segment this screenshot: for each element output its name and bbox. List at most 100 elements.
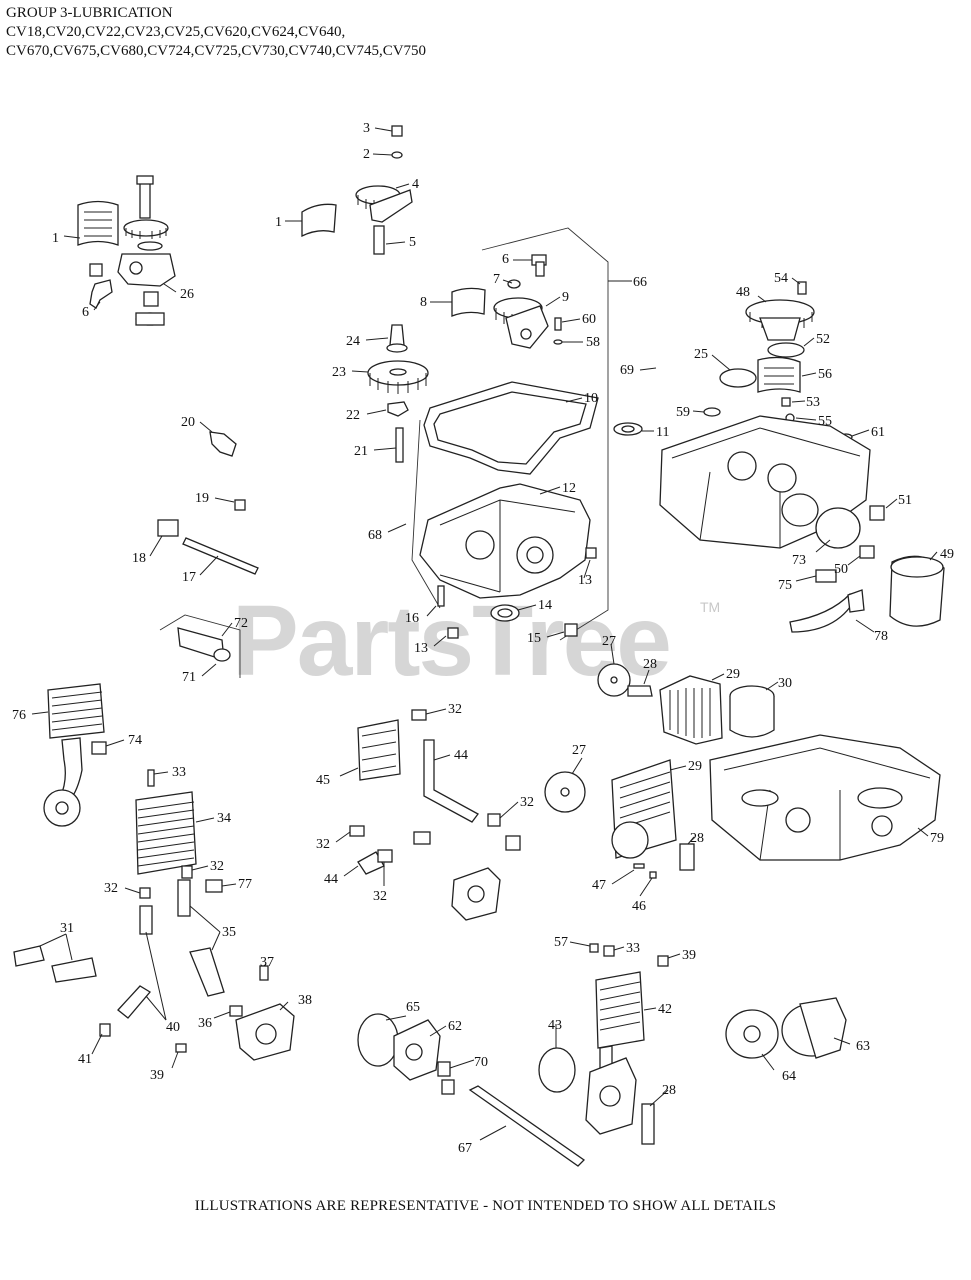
callout-72: 72 bbox=[234, 616, 248, 631]
callout-20: 20 bbox=[181, 415, 195, 430]
callout-6-left: 6 bbox=[82, 305, 89, 320]
callout-78: 78 bbox=[874, 629, 888, 644]
callout-28-upper: 28 bbox=[643, 657, 657, 672]
callout-6-center: 6 bbox=[502, 252, 509, 267]
filter-housing-right bbox=[725, 997, 847, 1059]
callout-35: 35 bbox=[222, 925, 236, 940]
callout-52: 52 bbox=[816, 332, 830, 347]
callout-32-center-c: 32 bbox=[316, 837, 330, 852]
group-title: GROUP 3-LUBRICATION bbox=[6, 5, 173, 21]
callout-47: 47 bbox=[592, 878, 606, 893]
callout-68: 68 bbox=[368, 528, 382, 543]
callout-28-middle: 28 bbox=[690, 831, 704, 846]
callout-38: 38 bbox=[298, 993, 312, 1008]
callout-45: 45 bbox=[316, 773, 330, 788]
callout-49: 49 bbox=[940, 547, 954, 562]
oil-filter-adapter-upper bbox=[597, 663, 775, 745]
callout-76: 76 bbox=[12, 708, 26, 723]
callout-32-left-b: 32 bbox=[104, 881, 118, 896]
callout-55: 55 bbox=[818, 414, 832, 429]
callout-9: 9 bbox=[562, 290, 569, 305]
callout-1-left: 1 bbox=[52, 231, 59, 246]
callout-29-upper: 29 bbox=[726, 667, 740, 682]
callout-29-lower: 29 bbox=[688, 759, 702, 774]
callout-60: 60 bbox=[582, 312, 596, 327]
callout-39-left: 39 bbox=[150, 1068, 164, 1083]
callout-4: 4 bbox=[412, 177, 419, 192]
callout-74: 74 bbox=[128, 733, 142, 748]
callout-18: 18 bbox=[132, 551, 146, 566]
callout-46: 46 bbox=[632, 899, 646, 914]
callout-77: 77 bbox=[238, 877, 252, 892]
callout-16: 16 bbox=[405, 611, 419, 626]
callout-33-left: 33 bbox=[172, 765, 186, 780]
callout-69: 69 bbox=[620, 363, 634, 378]
callout-39-right: 39 bbox=[682, 948, 696, 963]
diagram-header: GROUP 3-LUBRICATION CV18,CV20,CV22,CV23,… bbox=[6, 4, 426, 61]
callout-41: 41 bbox=[78, 1052, 92, 1067]
parts bbox=[13, 125, 945, 1167]
pickup-tube-small bbox=[177, 627, 231, 662]
callout-23: 23 bbox=[332, 365, 346, 380]
callout-31: 31 bbox=[60, 921, 74, 936]
oil-pump-assembly-inner bbox=[451, 254, 563, 349]
callout-28-lower: 28 bbox=[662, 1083, 676, 1098]
callout-44-upper: 44 bbox=[454, 748, 468, 763]
callout-13-right: 13 bbox=[578, 573, 592, 588]
callout-32-center-a: 32 bbox=[448, 702, 462, 717]
oil-cooler-assembly-lower bbox=[538, 943, 669, 1145]
callout-30: 30 bbox=[778, 676, 792, 691]
bracket-68 bbox=[411, 419, 441, 609]
callout-50: 50 bbox=[834, 562, 848, 577]
bracket-72 bbox=[159, 614, 241, 678]
callout-57: 57 bbox=[554, 935, 568, 950]
callout-37: 37 bbox=[260, 955, 274, 970]
callout-13-left: 13 bbox=[414, 641, 428, 656]
callout-42: 42 bbox=[658, 1002, 672, 1017]
callout-2: 2 bbox=[363, 147, 370, 162]
callout-10: 10 bbox=[584, 391, 598, 406]
callout-14: 14 bbox=[538, 598, 552, 613]
oil-cooler-assembly-left bbox=[13, 769, 295, 1061]
callout-58: 58 bbox=[586, 335, 600, 350]
callout-40: 40 bbox=[166, 1020, 180, 1035]
callout-48: 48 bbox=[736, 285, 750, 300]
callout-11: 11 bbox=[656, 425, 669, 440]
callout-15: 15 bbox=[527, 631, 541, 646]
oil-pan-assembly-right bbox=[659, 281, 945, 633]
watermark: PartsTree TM bbox=[232, 585, 720, 697]
callout-1-center: 1 bbox=[275, 215, 282, 230]
oil-filter-adapter-lower bbox=[544, 759, 695, 879]
callout-12: 12 bbox=[562, 481, 576, 496]
oil-cooler-assembly-center bbox=[349, 709, 521, 921]
crankcase-lower-right bbox=[709, 734, 941, 861]
callout-32-left-a: 32 bbox=[210, 859, 224, 874]
callout-25: 25 bbox=[694, 347, 708, 362]
bracket-66 bbox=[481, 227, 609, 641]
callout-70: 70 bbox=[474, 1055, 488, 1070]
callout-73: 73 bbox=[792, 553, 806, 568]
gasket-and-oil-pan bbox=[419, 381, 643, 639]
group-brackets bbox=[159, 227, 609, 678]
callout-63: 63 bbox=[856, 1039, 870, 1054]
model-list-line-2: CV670,CV675,CV680,CV724,CV725,CV730,CV74… bbox=[6, 43, 427, 59]
oil-cooler-left-upper bbox=[43, 683, 107, 827]
callout-labels: 1 26 6 3 2 4 1 5 6 7 66 8 9 60 58 24 23 … bbox=[12, 121, 954, 1156]
oil-pickup-lower bbox=[357, 1013, 586, 1167]
callout-61: 61 bbox=[871, 425, 885, 440]
callout-64: 64 bbox=[782, 1069, 796, 1084]
oil-pump-assembly-left bbox=[77, 175, 176, 326]
callout-32-center-d: 32 bbox=[373, 889, 387, 904]
callout-24: 24 bbox=[346, 334, 360, 349]
watermark-trademark: TM bbox=[700, 599, 720, 615]
callout-33-lower: 33 bbox=[626, 941, 640, 956]
callout-8: 8 bbox=[420, 295, 427, 310]
callout-19: 19 bbox=[195, 491, 209, 506]
callout-36: 36 bbox=[198, 1016, 212, 1031]
callout-65: 65 bbox=[406, 1000, 420, 1015]
callout-59: 59 bbox=[676, 405, 690, 420]
callout-26: 26 bbox=[180, 287, 194, 302]
callout-56: 56 bbox=[818, 367, 832, 382]
callout-53: 53 bbox=[806, 395, 820, 410]
